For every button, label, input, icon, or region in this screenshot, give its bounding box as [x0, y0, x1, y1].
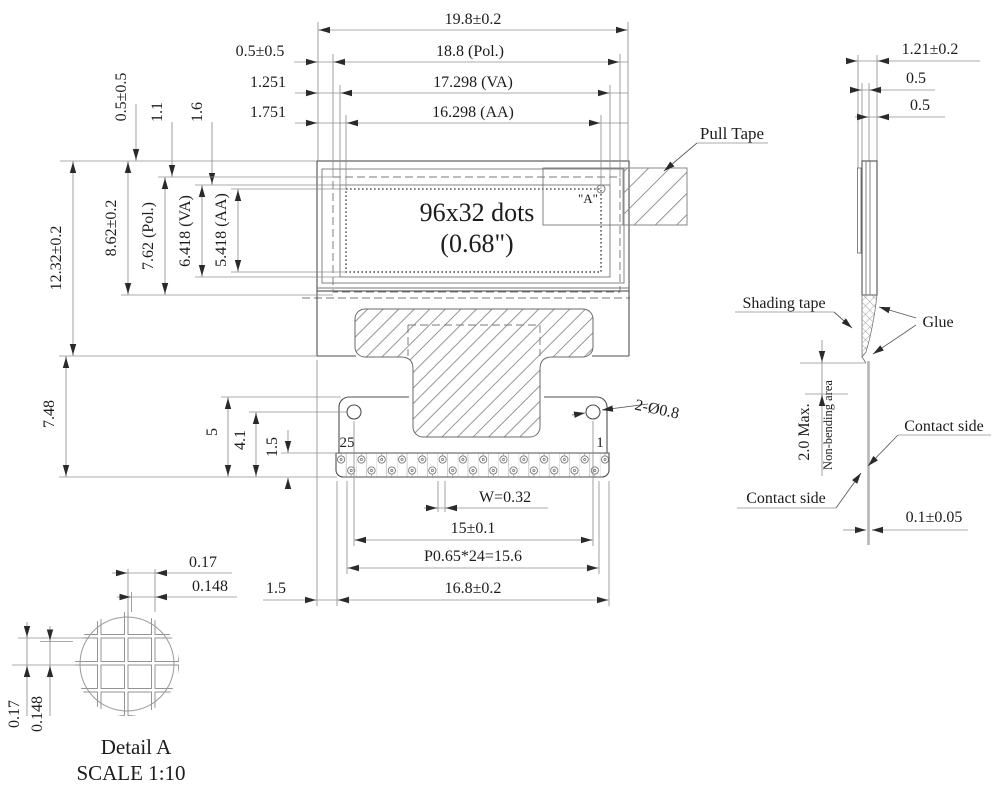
dim-va-offset-h: 1.251: [250, 74, 286, 91]
dim-pad-width: W=0.32: [479, 489, 531, 506]
detail-a-scale: SCALE 1:10: [76, 761, 185, 785]
dim-pitch-total: P0.65*24=15.6: [424, 548, 522, 565]
hole-callout: 2-Ø0.8: [633, 397, 680, 423]
dim-edge-offset-v: 0.5±0.5: [113, 73, 130, 122]
dim-glass1: 0.5: [906, 70, 926, 87]
mounting-hole-left: [346, 404, 362, 420]
glass-outline: [316, 160, 630, 292]
dim-glass2: 0.5: [910, 97, 930, 114]
non-bending-label: Non-bending area: [821, 380, 835, 470]
polarizer-outline: [332, 176, 621, 293]
dim-tail-length: 7.48: [41, 400, 58, 428]
dim-total-width: 19.8±0.2: [445, 11, 502, 28]
detail-dim-size-h: 0.148: [192, 578, 228, 595]
dim-va-width: 17.298 (VA): [433, 74, 513, 91]
dim-fpc-edge-offset: 1.5: [266, 580, 286, 597]
dim-fpc-width: 16.8±0.2: [445, 580, 502, 597]
dim-aa-width: 16.298 (AA): [432, 104, 514, 121]
dim-fpc-height: 5: [204, 428, 221, 436]
side-polarizer: [857, 167, 862, 254]
shading-tape-hatch: [354, 308, 594, 438]
dim-pol-height: 7.62 (Pol.): [140, 202, 157, 270]
contact-side-right-label: Contact side: [904, 418, 984, 435]
display-diagonal-text: (0.68"): [440, 229, 513, 258]
dim-hole-span: 15±0.1: [451, 520, 496, 537]
dim-aa-height: 5.418 (AA): [213, 193, 230, 267]
front-view-dimensions: 19.8±0.2 0.5±0.5 18.8 (Pol.) 1.251 17.29…: [41, 11, 681, 606]
glue-wedge: [861, 294, 878, 359]
pull-tape-hatch: [622, 167, 688, 226]
pin-1-label: 1: [596, 435, 604, 451]
dim-va-height: 6.418 (VA): [177, 195, 194, 267]
display-size-text: 96x32 dots: [420, 198, 535, 227]
dim-fpc-thickness: 0.1±0.05: [906, 509, 963, 526]
detail-a-circle: [79, 616, 175, 712]
dim-edge-offset-h: 0.5±0.5: [236, 43, 285, 60]
pull-tape-label: Pull Tape: [700, 124, 764, 143]
side-glass: [861, 160, 878, 296]
dim-contact-height: 1.5: [264, 437, 281, 457]
dim-pol-width: 18.8 (Pol.): [436, 43, 504, 60]
dim-aa-offset-h: 1.751: [250, 104, 286, 121]
pull-tape-leader: [663, 142, 698, 172]
detail-dim-pitch-h: 0.17: [189, 554, 217, 571]
connector-strip: [335, 452, 610, 478]
dim-pol-offset-v: 1.1: [149, 102, 166, 122]
mounting-hole-right: [585, 404, 601, 420]
glue-label: Glue: [922, 314, 953, 331]
dim-va-offset-v: 1.6: [189, 102, 206, 122]
shading-tape-label: Shading tape: [742, 295, 825, 312]
dim-hole-offset: 4.1: [232, 430, 249, 450]
detail-a-view: 0.17 0.148 0.17 0.148 Detail A SCALE 1:1…: [6, 554, 237, 785]
pin-25-label: 25: [340, 435, 355, 451]
dim-total-height: 12.32±0.2: [48, 226, 65, 291]
non-bending-dim: 2.0 Max.: [796, 403, 813, 460]
dim-glass-height: 8.62±0.2: [103, 200, 120, 257]
detail-a-title: Detail A: [101, 735, 172, 759]
fpc-outline-left: [338, 396, 409, 453]
contact-side-left-label: Contact side: [746, 490, 826, 507]
detail-dim-pitch-v: 0.17: [6, 700, 23, 728]
detail-a-marker-label: "A": [578, 191, 598, 206]
active-area-outline: [345, 188, 602, 273]
detail-dim-size-v: 0.148: [29, 696, 46, 732]
pixel-grid: [75, 612, 179, 716]
film-outline: [321, 168, 625, 284]
viewing-area-outline: [339, 184, 611, 278]
side-view: 1.21±0.2 0.5 0.5 Shading tape Glue 2.0 M…: [735, 41, 991, 545]
dim-total-thickness: 1.21±0.2: [902, 41, 959, 58]
front-view: 96x32 dots (0.68") "A" Pull Tape 25 1: [302, 124, 768, 478]
